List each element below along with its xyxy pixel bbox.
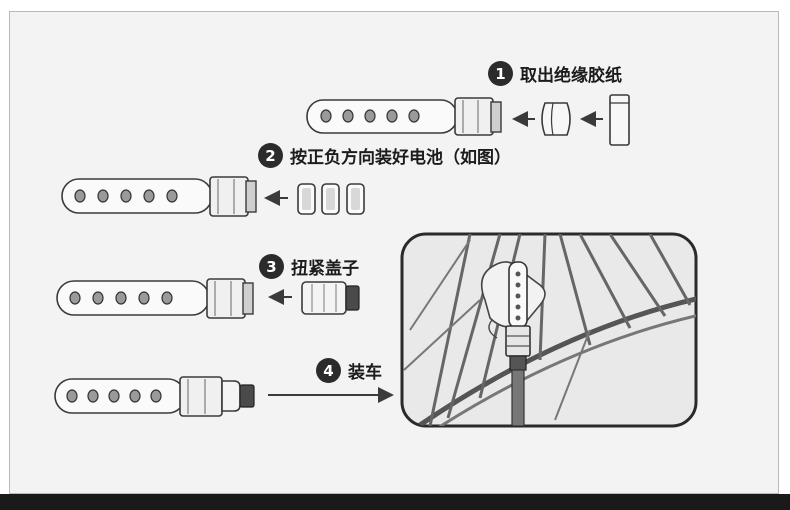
step-1-badge: 1 bbox=[488, 61, 513, 86]
step-3-text: 扭紧盖子 bbox=[291, 259, 359, 279]
bottom-bar bbox=[0, 494, 790, 510]
valve-light-step3 bbox=[56, 278, 254, 319]
step-4-badge: 4 bbox=[316, 358, 341, 383]
batteries bbox=[297, 183, 365, 215]
step-1-text: 取出绝缘胶纸 bbox=[520, 66, 622, 86]
battery-cap bbox=[609, 94, 630, 146]
valve-light-step2 bbox=[61, 176, 257, 217]
screw-cap bbox=[301, 281, 360, 315]
step-2-text: 按正负方向装好电池（如图） bbox=[290, 148, 511, 168]
valve-light-assembled bbox=[54, 376, 255, 417]
step-4-text: 装车 bbox=[348, 363, 382, 383]
step-2-badge: 2 bbox=[258, 143, 283, 168]
step-3-badge: 3 bbox=[259, 254, 284, 279]
step-4-label: 4 装车 bbox=[316, 358, 382, 383]
step-2-label: 2 按正负方向装好电池（如图） bbox=[258, 143, 511, 168]
valve-light-step1 bbox=[306, 97, 502, 136]
step-3-label: 3 扭紧盖子 bbox=[259, 254, 359, 279]
wheel-installation-inset bbox=[400, 232, 698, 428]
insulation-tape-roll bbox=[541, 102, 571, 136]
step-1-label: 1 取出绝缘胶纸 bbox=[488, 61, 622, 86]
